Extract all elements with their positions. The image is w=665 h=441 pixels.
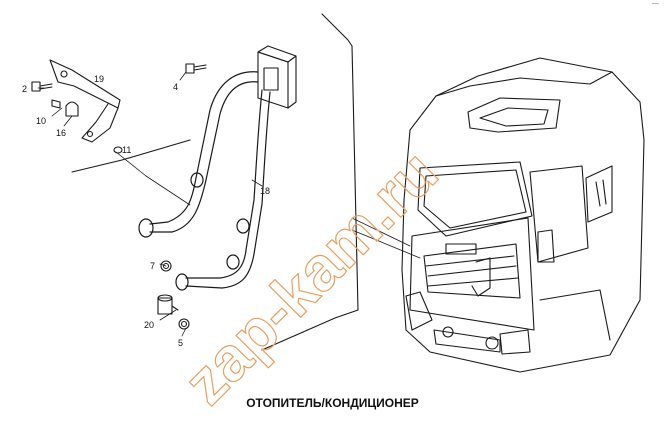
callout-11: 11: [122, 145, 131, 155]
callout-19: 19: [94, 74, 104, 84]
bolt-4: [185, 63, 207, 74]
callout-2: 2: [22, 84, 27, 94]
leader-lines: [37, 71, 421, 337]
mounting-bracket: [49, 59, 121, 143]
heater-pipes: [138, 71, 271, 291]
corner-mark: —: [652, 0, 659, 7]
callout-20: 20: [144, 320, 154, 330]
pipe-flange: [257, 45, 297, 109]
nut-11: [113, 146, 123, 154]
o-ring-5: [178, 318, 190, 330]
callout-7: 7: [150, 261, 155, 271]
callout-4: 4: [173, 82, 178, 92]
section-divider: [71, 13, 359, 351]
callout-10: 10: [36, 116, 46, 126]
callout-5: 5: [178, 338, 183, 348]
truck-cab: [401, 57, 645, 373]
callout-18: 18: [260, 186, 270, 196]
bolt-2: [31, 81, 53, 92]
pressure-switch-20: [157, 294, 179, 315]
o-ring-7: [160, 260, 172, 272]
diagram-caption: ОТОПИТЕЛЬ/КОНДИЦИОНЕР: [246, 396, 419, 410]
clamp-16: [51, 99, 79, 117]
callout-16: 16: [56, 128, 66, 138]
